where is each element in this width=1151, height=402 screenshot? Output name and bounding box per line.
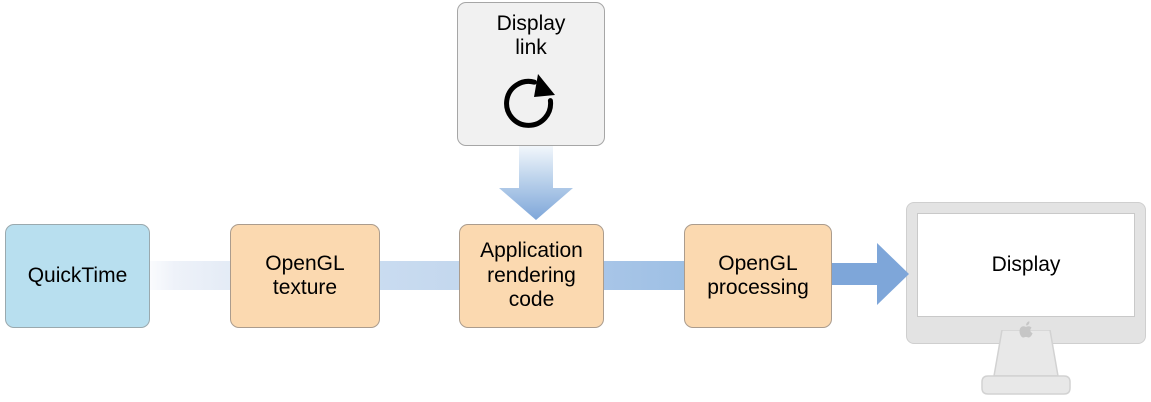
monitor-stand <box>981 330 1071 395</box>
node-display-label: Display <box>991 253 1061 276</box>
apple-logo-icon <box>1019 321 1033 338</box>
connector-processing-to-display <box>832 243 909 305</box>
node-opengl-texture-label: OpenGL texture <box>265 251 345 299</box>
connector-app-code-to-processing <box>594 261 694 290</box>
node-display[interactable]: Display <box>906 202 1146 398</box>
monitor-screen <box>917 213 1135 317</box>
connector-quicktime-to-texture <box>140 261 240 290</box>
node-opengl-processing-label: OpenGL processing <box>707 251 809 299</box>
node-opengl-texture[interactable]: OpenGL texture <box>230 224 380 328</box>
circular-refresh-arrow-icon <box>504 74 555 128</box>
node-display-label-wrapper: Display <box>917 213 1135 317</box>
node-application-rendering-code[interactable]: Application rendering code <box>459 224 604 328</box>
node-quicktime[interactable]: QuickTime <box>5 224 150 328</box>
node-display-link[interactable]: Display link <box>457 2 605 146</box>
node-application-rendering-code-label: Application rendering code <box>480 239 583 312</box>
node-display-link-label: Display link <box>496 12 566 60</box>
node-opengl-processing[interactable]: OpenGL processing <box>684 224 832 328</box>
connector-display-link-to-app-code <box>499 143 573 220</box>
node-quicktime-label: QuickTime <box>27 263 128 287</box>
connector-texture-to-app-code <box>370 261 470 290</box>
